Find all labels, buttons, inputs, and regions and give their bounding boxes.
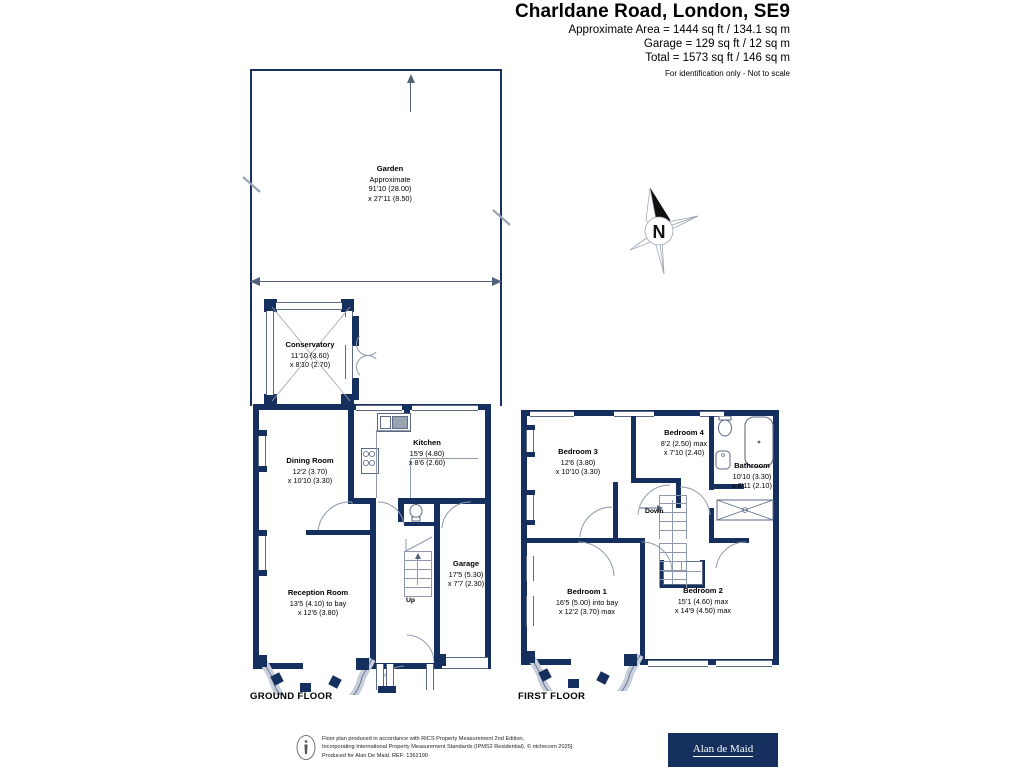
first-floor-label: FIRST FLOOR <box>518 691 586 702</box>
room-label-garden: Garden Approximate 91'10 (28.00) x 27'11… <box>368 164 412 203</box>
bathroom-toilet-icon <box>718 416 732 437</box>
first-bay-window <box>526 653 644 691</box>
bathroom-sink-icon <box>715 450 731 470</box>
room-label-garage: Garage 17'5 (5.30) x 7'7 (2.30) <box>447 559 485 589</box>
room-label-bedroom1: Bedroom 1 16'5 (5.00) into bay x 12'2 (3… <box>555 587 619 617</box>
agency-logo-text: Alan de Maid <box>692 743 754 757</box>
room-label-bedroom2: Bedroom 2 15'1 (4.60) max x 14'9 (4.50) … <box>674 586 732 616</box>
approx-area-line: Approximate Area = 1444 sq ft / 134.1 sq… <box>568 24 790 36</box>
garage-area-line: Garage = 129 sq ft / 12 sq m <box>643 38 790 50</box>
ground-floor-label: GROUND FLOOR <box>250 691 333 702</box>
room-label-bathroom: Bathroom 10'10 (3.30) x 6'11 (2.10) <box>732 461 772 491</box>
compass-north-label: N <box>653 222 666 242</box>
room-label-kitchen: Kitchen 15'9 (4.80) x 8'6 (2.60) <box>408 438 446 468</box>
room-label-conservatory: Conservatory 11'10 (3.60) x 8'10 (2.70) <box>285 340 335 370</box>
stairs-up-label: Up <box>406 597 416 604</box>
agency-logo[interactable]: Alan de Maid <box>668 733 778 767</box>
header-block: Charldane Road, London, SE9 Approximate … <box>430 0 790 80</box>
room-label-bedroom4: Bedroom 4 8'2 (2.50) max x 7'10 (2.40) <box>660 428 708 458</box>
room-label-dining: Dining Room 12'2 (3.70) x 10'10 (3.30) <box>286 456 334 486</box>
footer-text: Floor plan produced in accordance with R… <box>322 735 574 760</box>
rics-info-icon <box>296 735 316 760</box>
footer-line-3: Produced for Alan De Maid. REF: 1362190 <box>322 752 429 759</box>
page-title: Charldane Road, London, SE9 <box>514 1 790 22</box>
room-label-reception: Reception Room 13'5 (4.10) to bay x 12'6… <box>287 588 349 618</box>
wc-toilet-icon <box>409 504 423 522</box>
footer-line-2: Incorporating International Property Mea… <box>322 744 574 751</box>
compass-rose: N <box>612 186 704 276</box>
disclaimer-line: For identification only - Not to scale <box>665 69 790 78</box>
bathroom-shower-icon <box>716 499 774 521</box>
stairs-down-label: Down <box>645 508 664 515</box>
ground-bay-window <box>258 657 376 695</box>
footer-line-1: Floor plan produced in accordance with R… <box>322 736 525 742</box>
room-label-bedroom3: Bedroom 3 12'6 (3.80) x 10'10 (3.30) <box>555 447 601 477</box>
total-area-line: Total = 1573 sq ft / 146 sq m <box>645 52 790 64</box>
bathroom-bath-icon <box>744 416 774 468</box>
footer-block: Floor plan produced in accordance with R… <box>296 733 778 769</box>
